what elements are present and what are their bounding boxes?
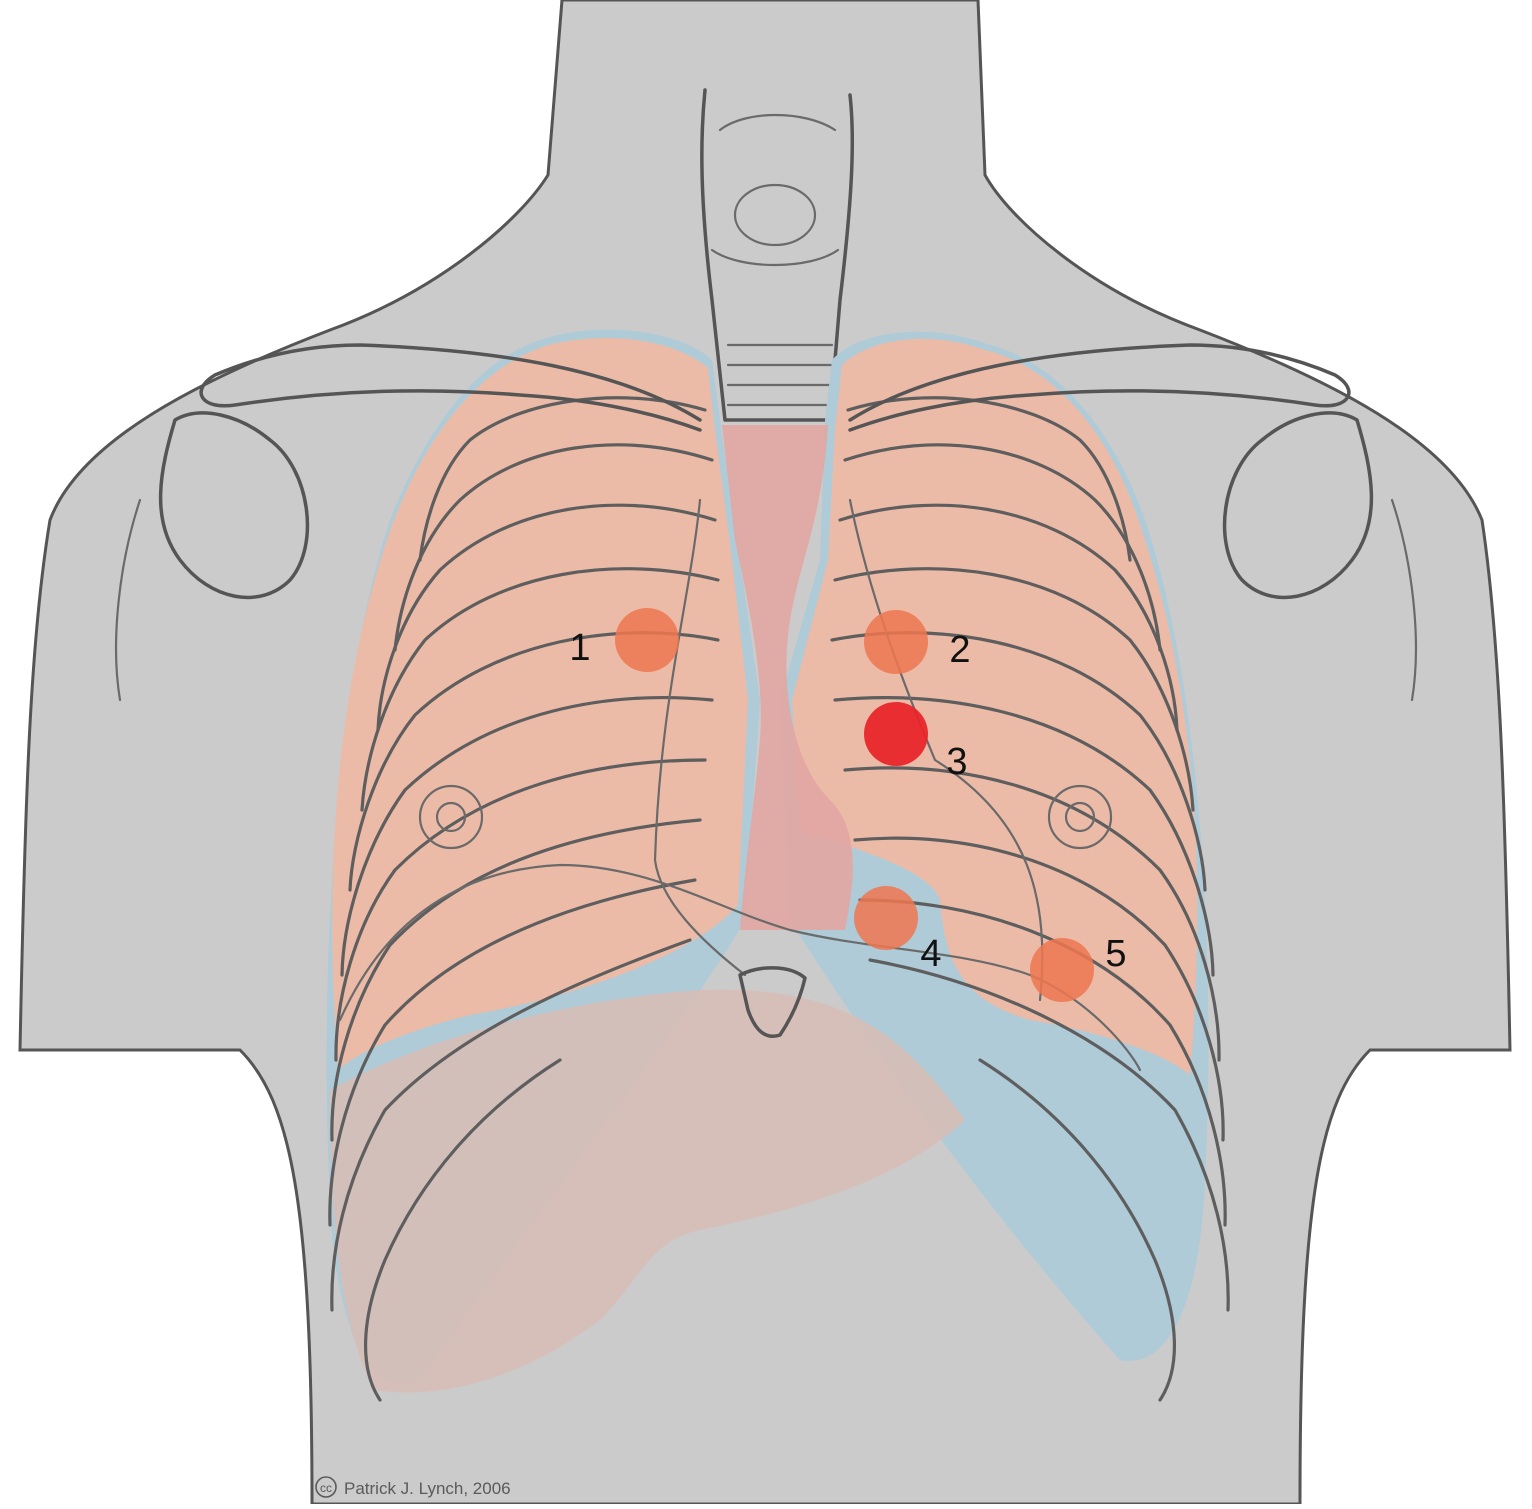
liver	[330, 989, 965, 1393]
auscultation-label-4: 4	[920, 933, 941, 975]
auscultation-markers: 1 2 3 4 5	[569, 608, 1127, 1002]
right-ribs	[830, 396, 1230, 1402]
cc-icon	[315, 1476, 337, 1498]
credit-text: Patrick J. Lynch, 2006	[344, 1479, 511, 1498]
clavicles	[114, 343, 1418, 702]
auscultation-point-4	[854, 886, 918, 950]
auscultation-label-5: 5	[1105, 933, 1126, 975]
auscultation-point-5	[1030, 938, 1094, 1002]
auscultation-label-3: 3	[946, 741, 967, 783]
left-lung	[332, 338, 748, 1070]
nipples	[418, 784, 1113, 850]
auscultation-point-3	[864, 702, 928, 766]
heart-mediastinum	[722, 425, 853, 930]
left-ribs	[328, 396, 720, 1402]
auscultation-point-2	[864, 610, 928, 674]
sternum	[653, 498, 1044, 1038]
cc-icon-text: cc	[320, 1481, 332, 1495]
credit: cc Patrick J. Lynch, 2006	[315, 1476, 511, 1498]
auscultation-label-1: 1	[569, 627, 590, 669]
auscultation-point-1	[615, 608, 679, 672]
auscultation-label-2: 2	[949, 629, 970, 671]
trachea	[700, 88, 855, 422]
